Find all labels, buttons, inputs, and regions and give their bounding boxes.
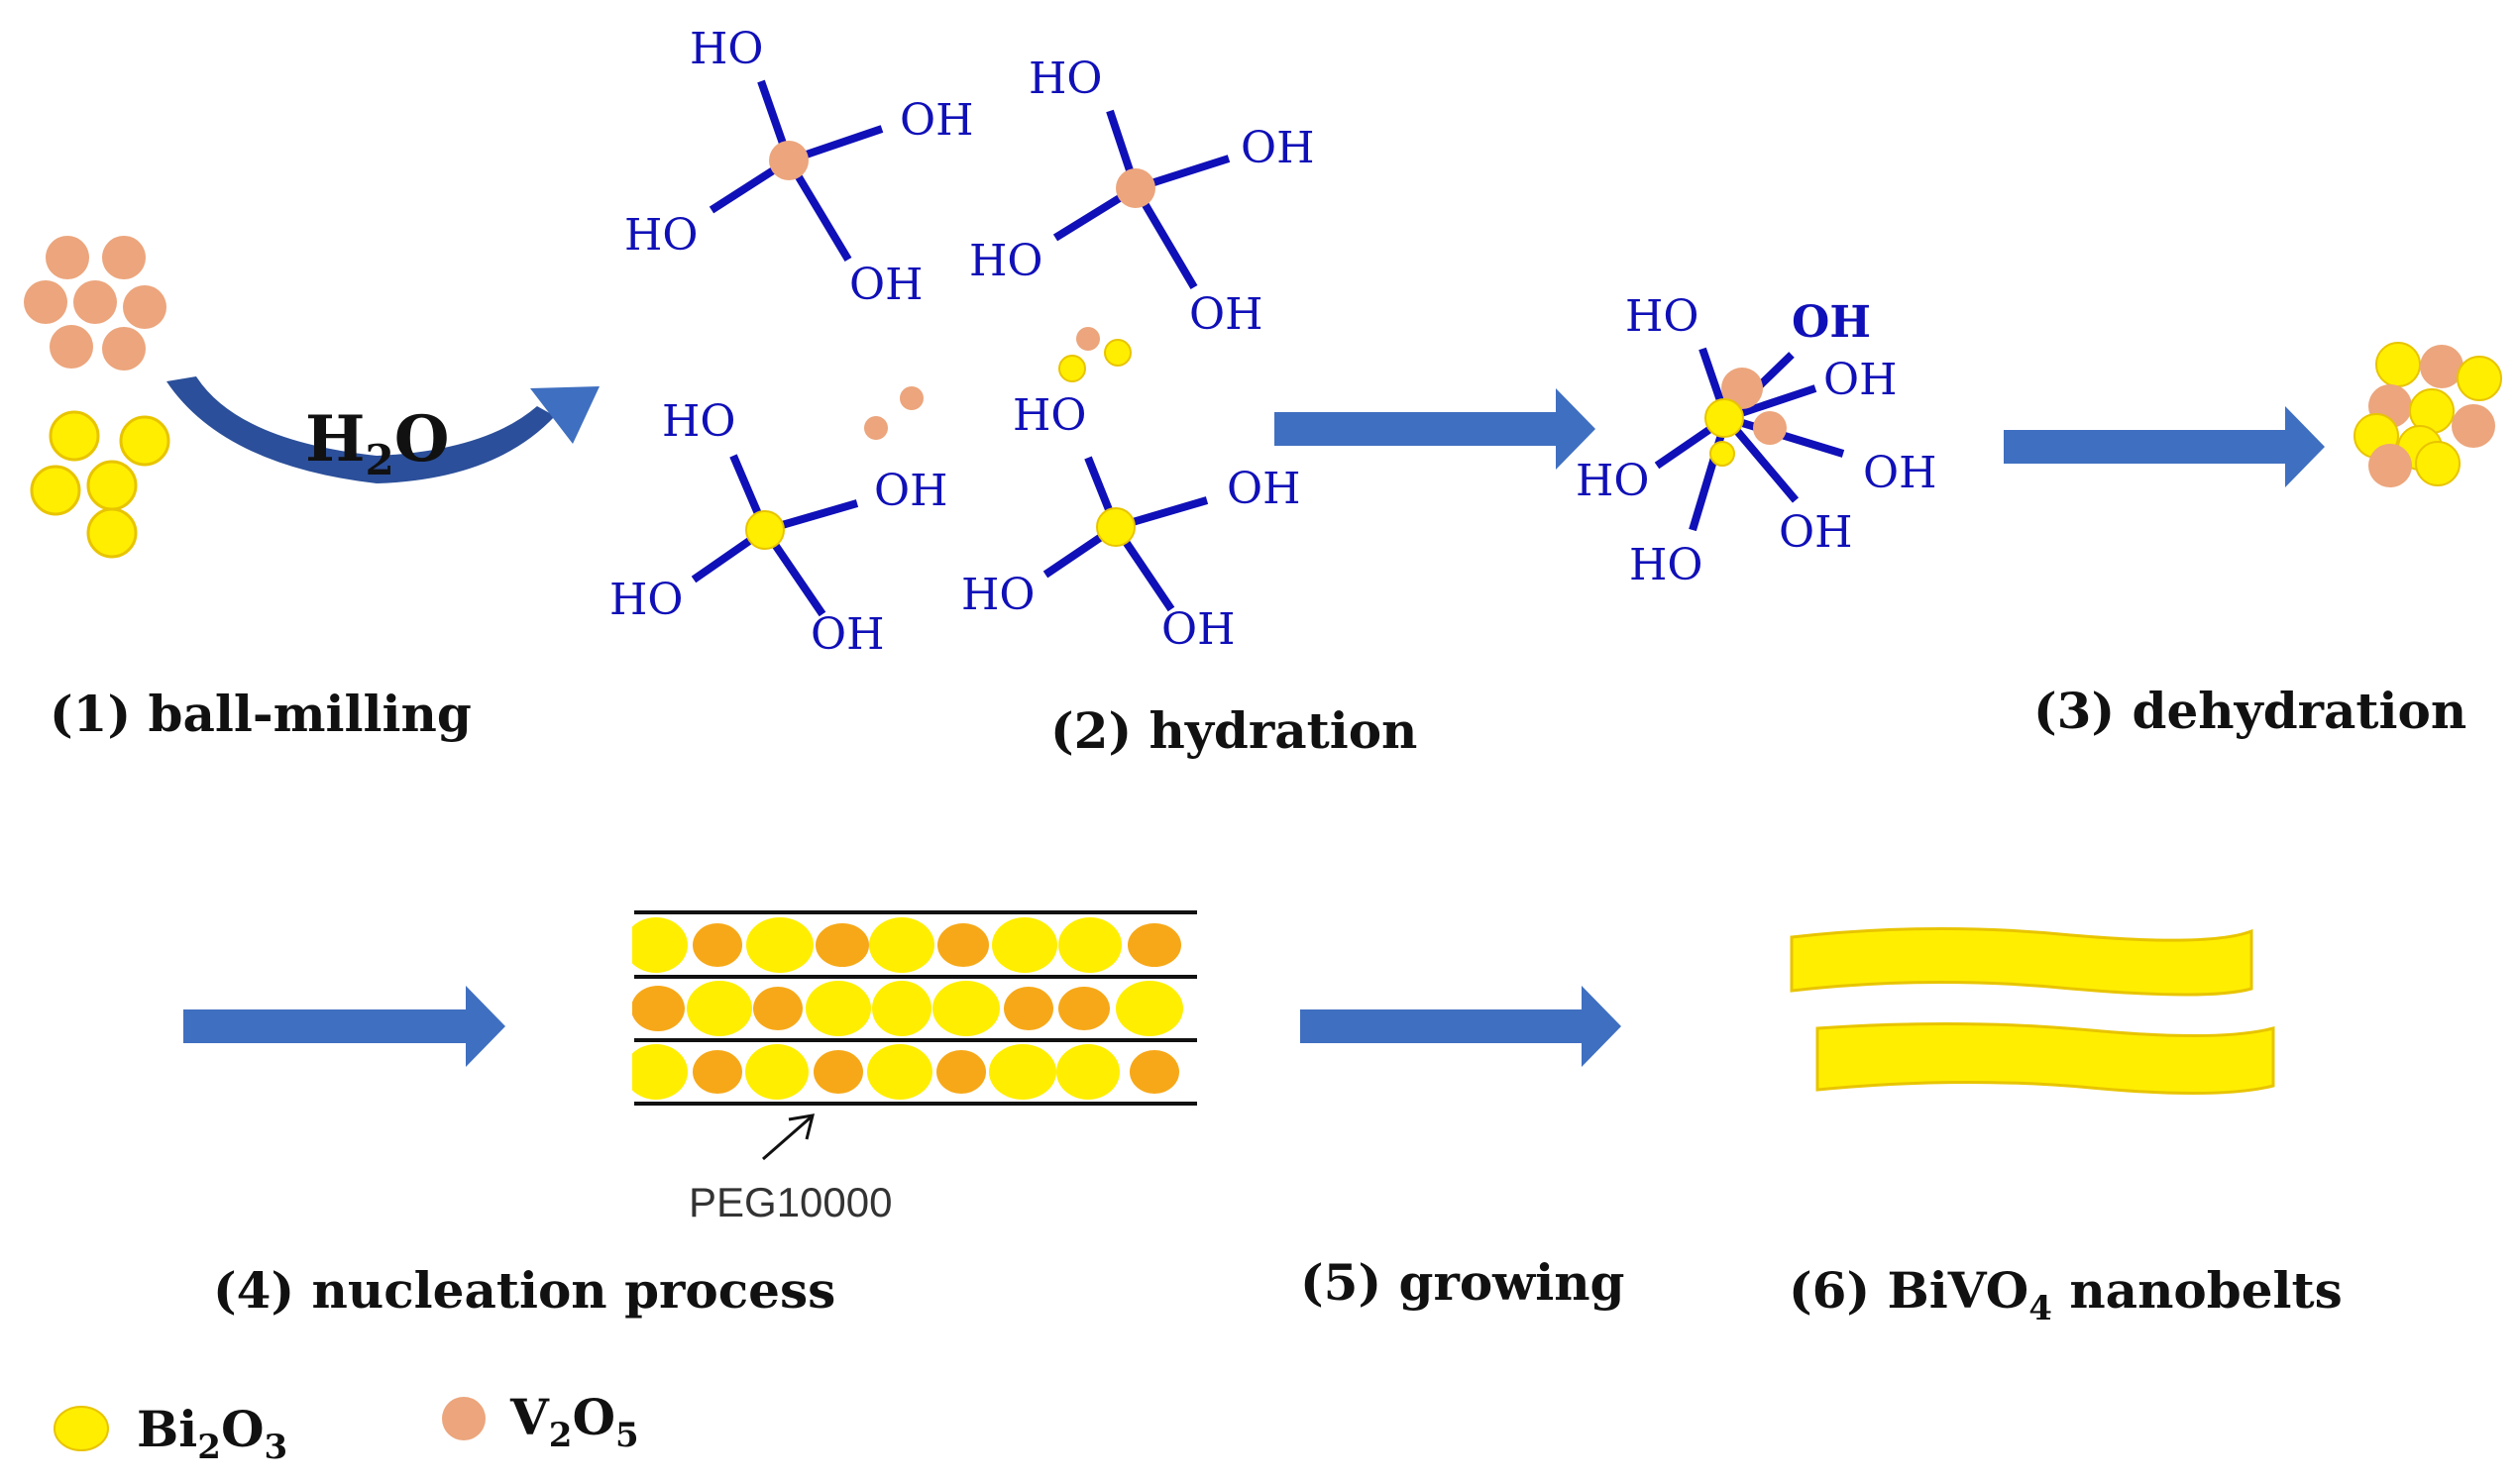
bi2o3-particle: [49, 410, 100, 462]
peg-annotation: PEG10000: [689, 1179, 893, 1225]
step-3-label: (3) dehydration: [2033, 682, 2466, 740]
hydrated-unit-bi-2: HO OH HO OH: [961, 390, 1300, 655]
oh-label: OH: [900, 95, 973, 146]
step-2-label: (2) hydration: [1050, 701, 1417, 760]
nanobelt: [1790, 926, 2253, 997]
oh-label: OH: [1161, 604, 1235, 655]
oh-label: OH: [811, 609, 884, 660]
ho-label: HO: [662, 396, 735, 447]
oh-label: OH: [1863, 448, 1936, 498]
ho-label: HO: [1629, 540, 1702, 590]
dehydration-cluster: HO OH OH OH OH HO HO: [1576, 291, 1936, 590]
hydrated-unit-bi-1: HO OH HO OH: [609, 396, 947, 660]
ho-label: HO: [1029, 53, 1102, 104]
ho-label: HO: [624, 210, 698, 261]
oh-label: OH: [1792, 297, 1871, 348]
ho-label: HO: [969, 236, 1042, 286]
ho-label: HO: [609, 575, 683, 625]
legend: Bi2O3 V2O5: [54, 1388, 639, 1467]
v2o5-particle: [102, 236, 146, 279]
particle-row-2: [632, 981, 1183, 1036]
v-center: [769, 141, 809, 180]
legend-v2o5-label: V2O5: [509, 1388, 639, 1455]
loose-particles: [864, 327, 1132, 440]
peg-layer-structure: [632, 910, 1197, 1106]
step-6-label: (6) BiVO4 nanobelts: [1789, 1261, 2343, 1328]
right-arrow-icon: [1274, 388, 1595, 470]
particle-row-1: [632, 917, 1181, 973]
ho-label: HO: [961, 570, 1035, 620]
oh-label: OH: [1823, 355, 1897, 405]
oh-label: OH: [1241, 123, 1314, 173]
bi2o3-particle: [86, 507, 138, 559]
pointer-arrow-icon: [762, 1113, 816, 1161]
curved-arrow-icon: [166, 376, 600, 483]
legend-bi2o3-swatch: [54, 1406, 109, 1451]
v-atom: [1721, 368, 1763, 409]
ho-label: HO: [690, 24, 763, 74]
ho-label: HO: [1576, 456, 1649, 506]
oh-label: OH: [1189, 289, 1262, 340]
particle-row-3: [632, 1044, 1179, 1100]
nanobelt: [1815, 1021, 2275, 1096]
v2o5-particle: [123, 285, 166, 329]
right-arrow-icon: [2004, 406, 2325, 487]
bi2o3-particle: [86, 460, 138, 511]
oh-label: OH: [874, 466, 947, 516]
hydrated-unit-v-2: HO OH HO OH: [969, 53, 1314, 340]
mixed-particle-cluster: [2354, 342, 2502, 487]
bi-atom: [1704, 398, 1744, 438]
h2o-reagent-label: H2O: [305, 402, 449, 484]
bi-center: [1096, 507, 1136, 547]
bi2o3-particle: [30, 465, 81, 516]
v2o5-particle: [24, 280, 67, 324]
bi-atom: [1709, 441, 1735, 467]
ho-label: HO: [1013, 390, 1086, 441]
oh-label: OH: [849, 260, 923, 310]
right-arrow-icon: [183, 986, 505, 1067]
right-arrow-icon: [1300, 986, 1621, 1067]
ho-label: HO: [1625, 291, 1698, 342]
oh-label: OH: [1779, 507, 1852, 558]
v-center: [1116, 168, 1155, 208]
v2o5-particle: [73, 280, 117, 324]
v-atom: [1753, 411, 1787, 445]
legend-v2o5-swatch: [442, 1397, 486, 1440]
v2o5-particle: [46, 236, 89, 279]
bi2o3-particle: [119, 415, 170, 467]
v2o5-particle-cluster: [24, 236, 166, 371]
oh-label: OH: [1227, 464, 1300, 514]
bi2o3-particle-cluster: [30, 410, 170, 559]
step-1-label: (1) ball-milling: [50, 685, 472, 743]
hydrated-unit-v-1: HO OH HO OH: [624, 24, 973, 310]
v2o5-particle: [102, 327, 146, 371]
bi-center: [745, 510, 785, 550]
step-5-label: (5) growing: [1300, 1253, 1625, 1312]
legend-bi2o3-label: Bi2O3: [137, 1400, 287, 1467]
v2o5-particle: [50, 325, 93, 369]
step-4-label: (4) nucleation process: [213, 1261, 835, 1320]
